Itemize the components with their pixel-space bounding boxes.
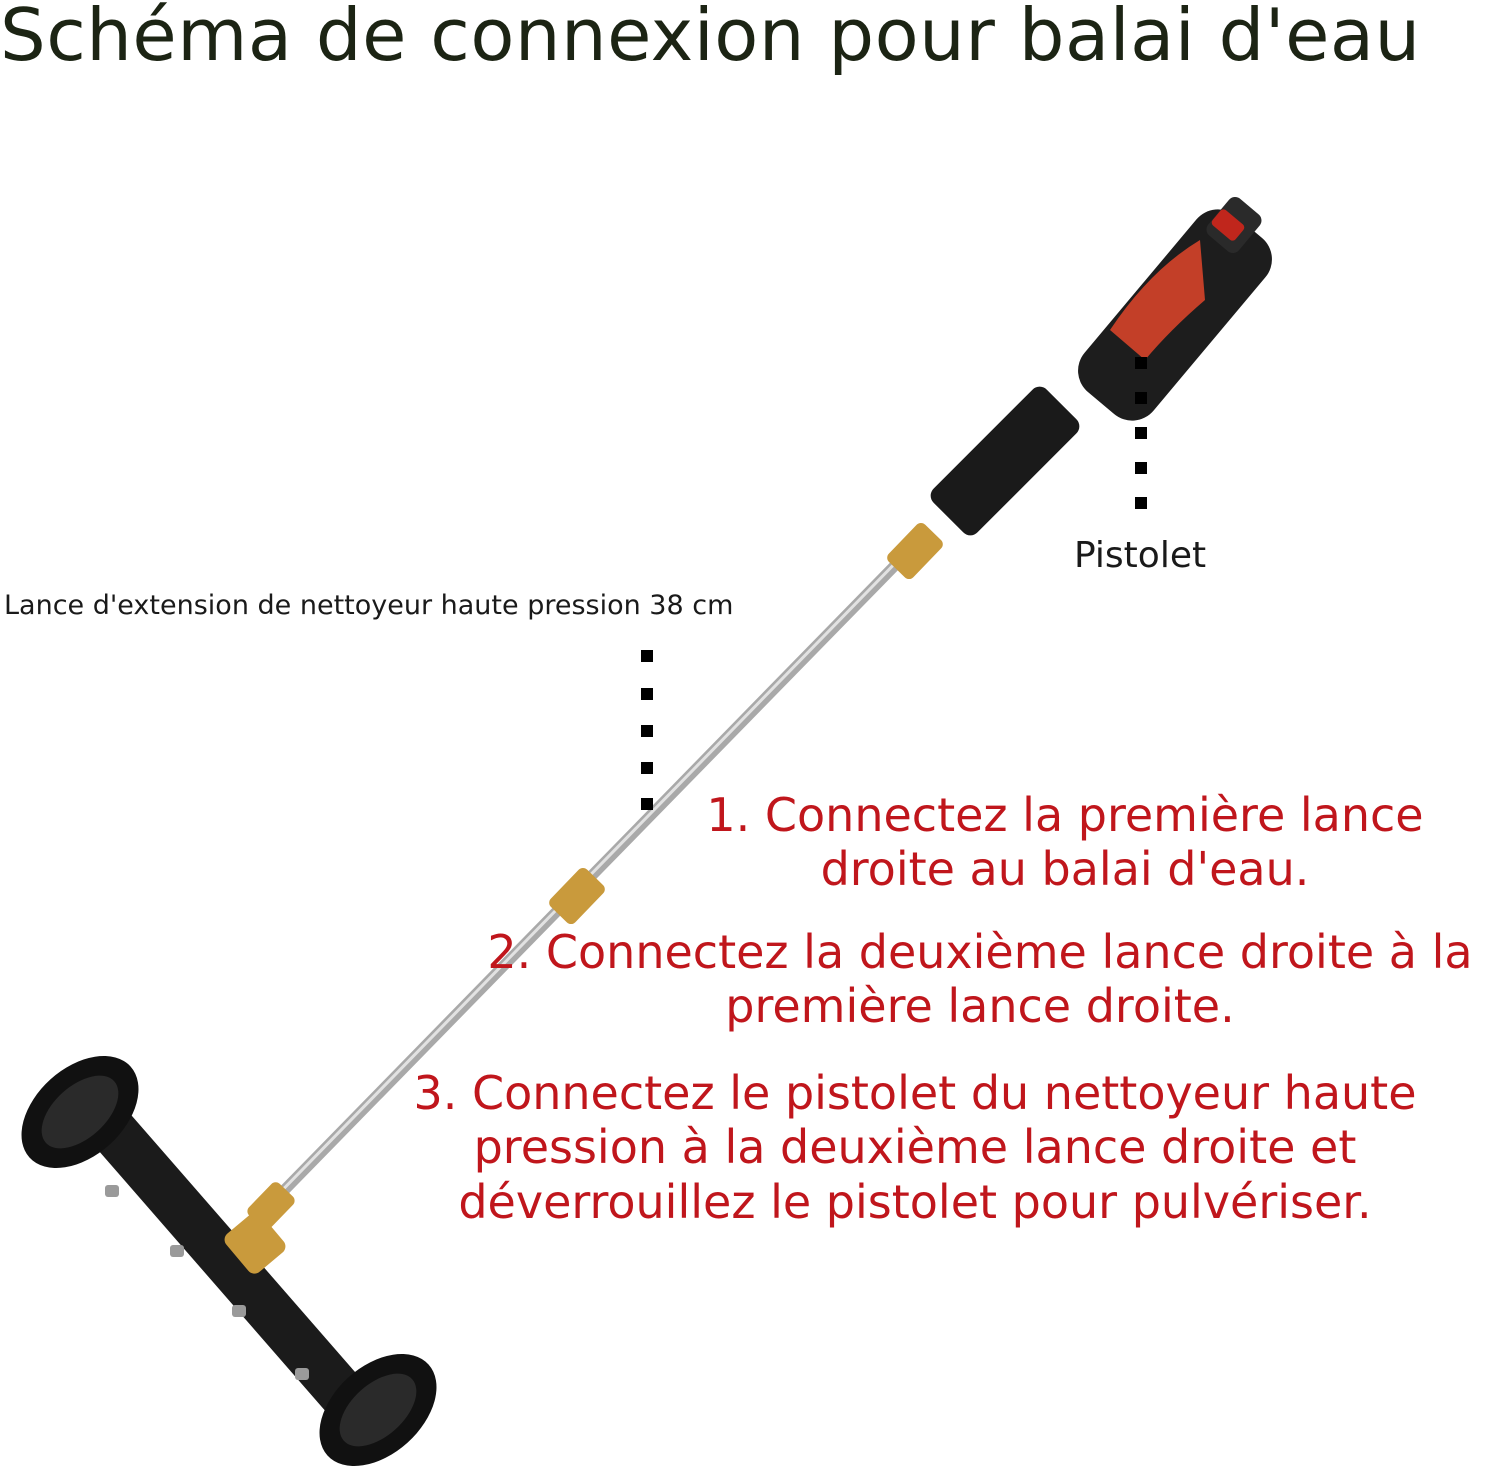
wand-coupler-top	[887, 522, 943, 580]
pistolet-leader-dots	[1135, 357, 1147, 509]
step-3-instruction: 3. Connectez le pistolet du nettoyeur ha…	[413, 1066, 1417, 1229]
spray-gun	[930, 197, 1272, 536]
step-1-instruction: 1. Connectez la première lance droite au…	[706, 788, 1424, 897]
lance-label: Lance d'extension de nettoyeur haute pre…	[4, 590, 734, 621]
extension-wand	[247, 522, 943, 1230]
water-broom	[21, 1055, 437, 1467]
lance-leader-dots	[641, 650, 653, 810]
pistolet-label: Pistolet	[1074, 535, 1207, 576]
wand-coupler-middle	[549, 867, 605, 925]
page-title: Schéma de connexion pour balai d'eau	[0, 0, 1421, 77]
wand-coupler-bottom	[247, 1182, 295, 1230]
step-2-instruction: 2. Connectez la deuxième lance droite à …	[487, 925, 1473, 1034]
